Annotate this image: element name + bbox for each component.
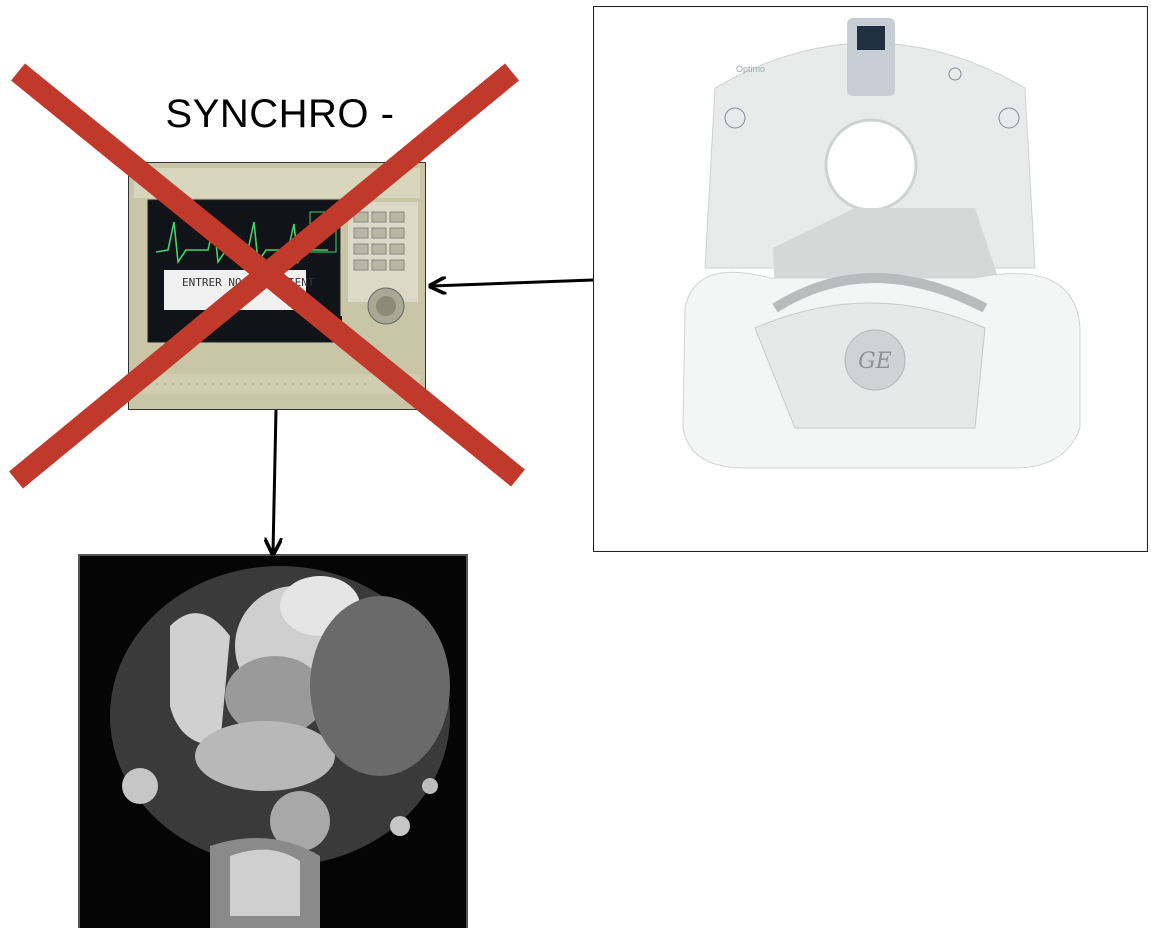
- arrow-left-icon: [432, 280, 593, 286]
- scanner-brand-label: Optimo: [736, 64, 765, 74]
- monitor-screen-message: ENTRER NO DU PATIENT: [182, 276, 314, 289]
- ge-logo-text: GE: [858, 349, 892, 374]
- ct-scanner-image: GE: [595, 8, 1146, 550]
- arrow-down-icon: [273, 410, 276, 552]
- cardiac-ct-image: [80, 556, 466, 928]
- diagram-title: SYNCHRO -: [120, 92, 440, 137]
